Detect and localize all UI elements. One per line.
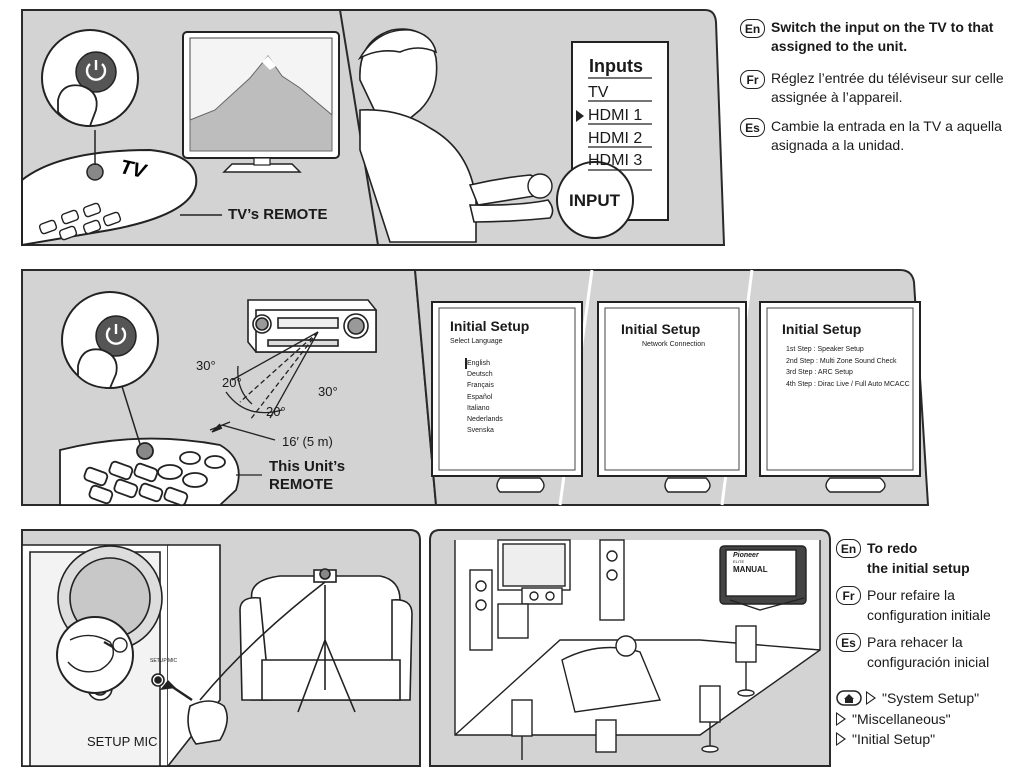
unit-remote-label: This Unit’s REMOTE bbox=[269, 458, 345, 494]
menu-path-label[interactable]: "System Setup" bbox=[882, 690, 980, 706]
setup-steps-list: 1st Step : Speaker Setup 2nd Step : Mult… bbox=[786, 344, 910, 390]
panel-tv-input bbox=[338, 9, 726, 246]
panel-unit-power bbox=[21, 269, 438, 507]
person-with-remote bbox=[357, 28, 554, 243]
instruction-es-line: configuración inicial bbox=[867, 654, 990, 670]
setup-step[interactable]: 1st Step : Speaker Setup bbox=[786, 346, 864, 353]
instruction-fr-top: Fr Réglez l’entrée du téléviseur sur cel… bbox=[740, 69, 1025, 107]
lang-badge-es: Es bbox=[836, 633, 861, 652]
panel-initial-setup-screens bbox=[413, 269, 930, 506]
screen1-title: Initial Setup bbox=[450, 318, 530, 334]
instruction-es-bottom: Es Para rehacer la configuración inicial bbox=[836, 632, 1026, 672]
setup-mic-label: SETUP MIC bbox=[87, 734, 158, 749]
manual-tablet bbox=[719, 545, 807, 611]
lang-badge-en: En bbox=[740, 19, 765, 38]
language-item[interactable]: Svenska bbox=[467, 427, 494, 435]
panel-tv-power: TV bbox=[21, 9, 388, 247]
instruction-fr-bottom: Fr Pour refaire la configuration initiale bbox=[836, 585, 1026, 625]
distance-label: 16′ (5 m) bbox=[282, 434, 333, 449]
inputs-title: Inputs bbox=[589, 56, 643, 76]
selection-arrow-icon bbox=[576, 110, 584, 122]
chevron-right-icon bbox=[836, 732, 846, 746]
setup-mic-jack-label: SETUP MIC bbox=[150, 658, 178, 664]
angle-label: 30° bbox=[318, 384, 338, 399]
angle-label: 30° bbox=[196, 358, 216, 373]
language-item[interactable]: Italiano bbox=[467, 404, 490, 412]
setup-step[interactable]: 4th Step : Dirac Live / Full Auto MCACC bbox=[786, 380, 910, 388]
screen2-subtitle: Network Connection bbox=[642, 341, 706, 348]
unit-remote-label-line: REMOTE bbox=[269, 476, 334, 493]
av-receiver bbox=[247, 299, 377, 353]
input-item-tv[interactable]: TV bbox=[588, 84, 609, 101]
home-button-icon[interactable] bbox=[836, 690, 862, 706]
language-item[interactable]: Français bbox=[467, 382, 494, 390]
instruction-fr-line: assignée à l’appareil. bbox=[771, 89, 903, 105]
remote-range-diagram bbox=[209, 331, 319, 441]
manual-sub: ELITE bbox=[733, 559, 745, 564]
input-item-hdmi3[interactable]: HDMI 3 bbox=[588, 152, 643, 169]
instruction-en-line: the initial setup bbox=[867, 560, 970, 576]
menu-path-label[interactable]: "Miscellaneous" bbox=[852, 711, 951, 727]
lang-badge-es: Es bbox=[740, 118, 765, 137]
setup-step[interactable]: 3rd Step : ARC Setup bbox=[786, 369, 853, 376]
unit-power-magnifier bbox=[61, 291, 159, 445]
instruction-es-line: asignada a la unidad. bbox=[771, 137, 905, 153]
instruction-en-line: To redo bbox=[867, 540, 918, 556]
language-list: English Deutsch Français Español Italian… bbox=[467, 358, 503, 436]
menu-path-step-2: "Miscellaneous" bbox=[836, 711, 951, 727]
manual-label: MANUAL bbox=[733, 565, 768, 574]
instruction-es-top: Es Cambie la entrada en la TV a aquella a… bbox=[740, 117, 1025, 155]
panel-setup-mic bbox=[21, 529, 421, 767]
instruction-en-bottom: En To redo the initial setup bbox=[836, 538, 1026, 578]
menu-path-label[interactable]: "Initial Setup" bbox=[852, 731, 936, 747]
screen1-subtitle: Select Language bbox=[450, 338, 503, 345]
instruction-en-top: En Switch the input on the TV to that ass… bbox=[740, 18, 1025, 56]
manual-brand: Pioneer bbox=[733, 552, 759, 559]
screen3-title: Initial Setup bbox=[782, 321, 862, 337]
instruction-fr-line: Pour refaire la bbox=[867, 587, 955, 603]
instruction-en-line: Switch the input on the TV to that bbox=[771, 19, 994, 35]
language-item[interactable]: Nederlands bbox=[467, 416, 503, 424]
tv-remote: TV bbox=[21, 148, 198, 247]
plug-arrow-icon bbox=[160, 680, 176, 690]
tv-set bbox=[182, 31, 340, 173]
angle-label: 20° bbox=[266, 404, 286, 419]
lang-badge-fr: Fr bbox=[740, 70, 765, 89]
input-button-zoom bbox=[556, 161, 634, 239]
language-item[interactable]: Español bbox=[467, 393, 493, 401]
panel-room-setup bbox=[429, 529, 831, 767]
menu-path-step-1: "System Setup" bbox=[836, 690, 979, 706]
chevron-right-icon bbox=[836, 712, 846, 726]
menu-path-step-3: "Initial Setup" bbox=[836, 731, 935, 747]
lang-badge-fr: Fr bbox=[836, 586, 861, 605]
instruction-es-line: Para rehacer la bbox=[867, 634, 963, 650]
language-item[interactable]: Deutsch bbox=[467, 371, 493, 379]
screen2-title: Initial Setup bbox=[621, 321, 701, 337]
tvs-remote-label: TV’s REMOTE bbox=[228, 206, 328, 223]
instruction-es-line: Cambie la entrada en la TV a aquella bbox=[771, 118, 1002, 134]
instruction-fr-line: configuration initiale bbox=[867, 607, 991, 623]
instruction-en-line: assigned to the unit. bbox=[771, 38, 908, 54]
language-item[interactable]: English bbox=[467, 360, 490, 367]
unit-remote bbox=[59, 437, 240, 507]
input-button[interactable]: INPUT bbox=[569, 191, 620, 210]
setup-step[interactable]: 2nd Step : Multi Zone Sound Check bbox=[786, 357, 897, 365]
armchair-with-mic bbox=[199, 568, 413, 713]
lang-badge-en: En bbox=[836, 539, 861, 558]
chevron-right-icon bbox=[866, 691, 876, 705]
angle-label: 20° bbox=[222, 375, 242, 390]
input-item-hdmi1[interactable]: HDMI 1 bbox=[588, 107, 643, 124]
power-magnifier bbox=[41, 29, 139, 165]
unit-remote-label-line: This Unit’s bbox=[269, 458, 346, 475]
instruction-fr-line: Réglez l’entrée du téléviseur sur celle bbox=[771, 70, 1004, 86]
input-item-hdmi2[interactable]: HDMI 2 bbox=[588, 130, 643, 147]
